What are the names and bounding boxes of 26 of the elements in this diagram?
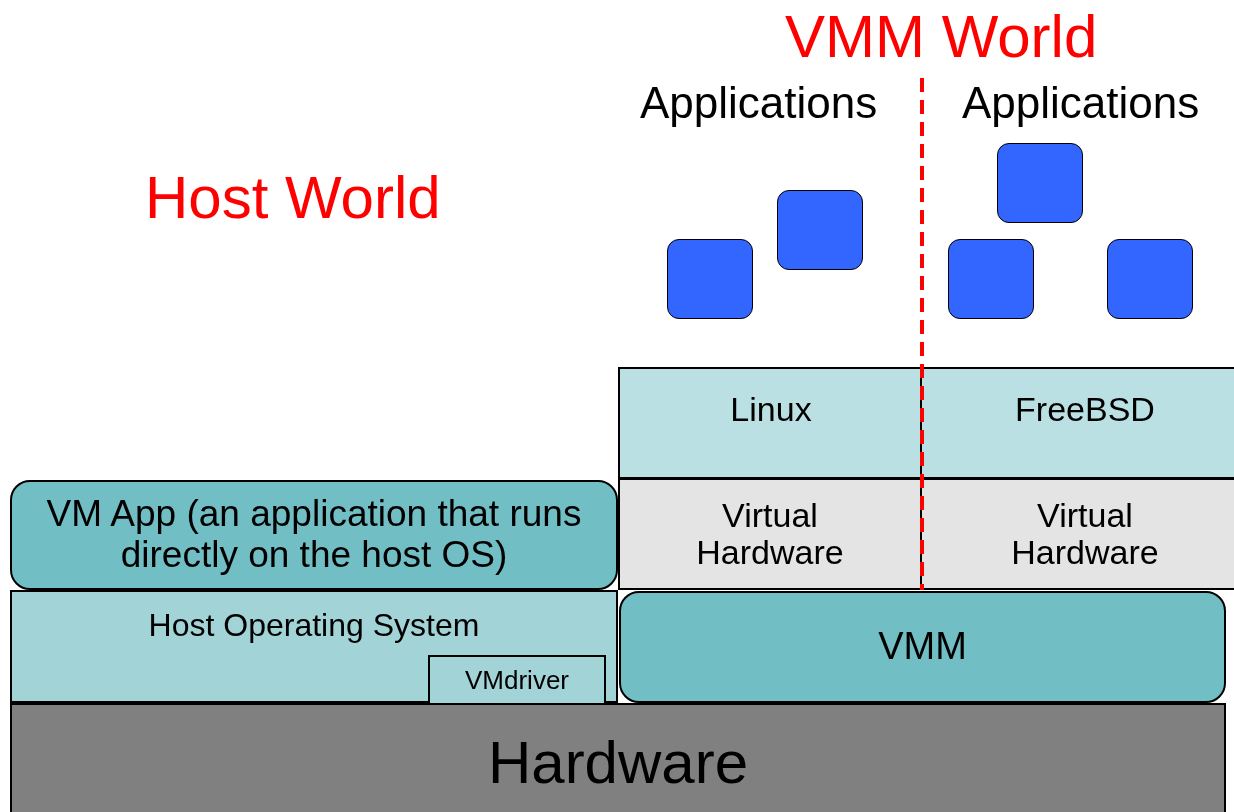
hardware-layer [10,703,1226,812]
layer-label: Host Operating System [148,608,480,644]
layer-label: VM App (an application that runs directly on the host OS) [45,494,583,576]
square-block [667,239,753,319]
virtual-hardware-layer [618,478,922,590]
layer-label: Linux [730,391,812,429]
app-box [10,480,618,590]
layer-label: FreeBSD [1015,391,1155,429]
driver-box [428,655,606,705]
vmm-box [619,591,1226,703]
square-block [1107,239,1193,319]
layer-label: Virtual Hardware [695,496,845,572]
host-os-layer [10,590,618,703]
square-block [777,190,863,270]
layer-label: VMM [878,626,967,668]
layer-label: Hardware [487,730,749,796]
virtual-hardware-layer [920,478,1234,590]
square-block [948,239,1034,319]
layer-heading: Applications [962,78,1200,128]
layer-label: VMdriver [465,665,569,695]
layer-heading: Applications [640,78,878,128]
world-title: Host World [145,163,441,232]
world-title: VMM World [785,2,1098,71]
square-block [997,143,1083,223]
layer-label: Virtual Hardware [1010,496,1160,572]
os-layer [920,367,1234,479]
